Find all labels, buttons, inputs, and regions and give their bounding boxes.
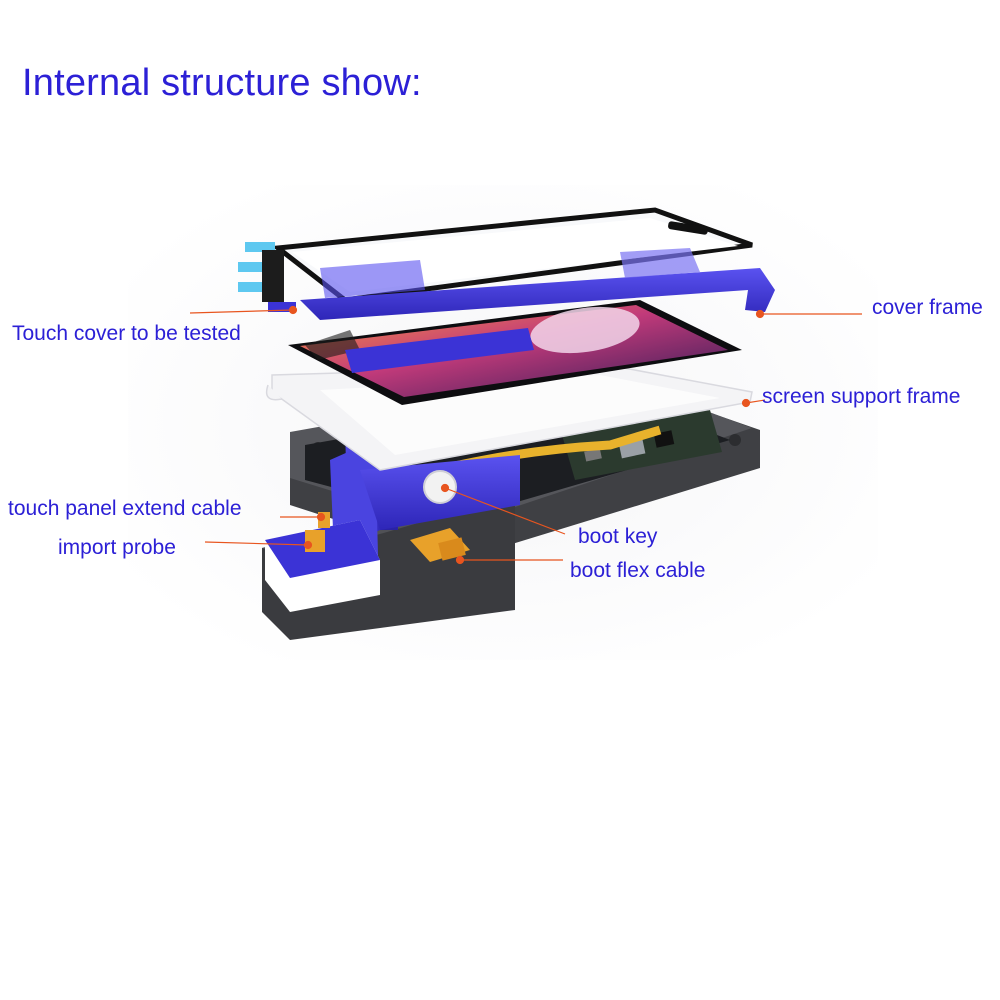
touch-cover-assembly	[238, 207, 775, 320]
label-touch-panel-extend-cable: touch panel extend cable	[8, 497, 242, 520]
page-title: Internal structure show:	[22, 62, 422, 104]
label-cover-frame: cover frame	[872, 296, 983, 319]
label-boot-flex-cable: boot flex cable	[570, 559, 706, 582]
leader-import-probe	[204, 541, 309, 546]
leader-boot-key	[444, 487, 566, 535]
touch-flex-connectors	[238, 242, 296, 312]
boot-key-button	[423, 470, 457, 504]
label-boot-key: boot key	[578, 525, 658, 548]
display-panel	[288, 300, 742, 405]
label-import-probe: import probe	[58, 536, 176, 559]
label-screen-support-frame: screen support frame	[762, 385, 961, 408]
leader-lines	[189, 305, 862, 565]
label-touch-cover: Touch cover to be tested	[12, 322, 241, 345]
leader-touch-cover	[189, 309, 294, 314]
